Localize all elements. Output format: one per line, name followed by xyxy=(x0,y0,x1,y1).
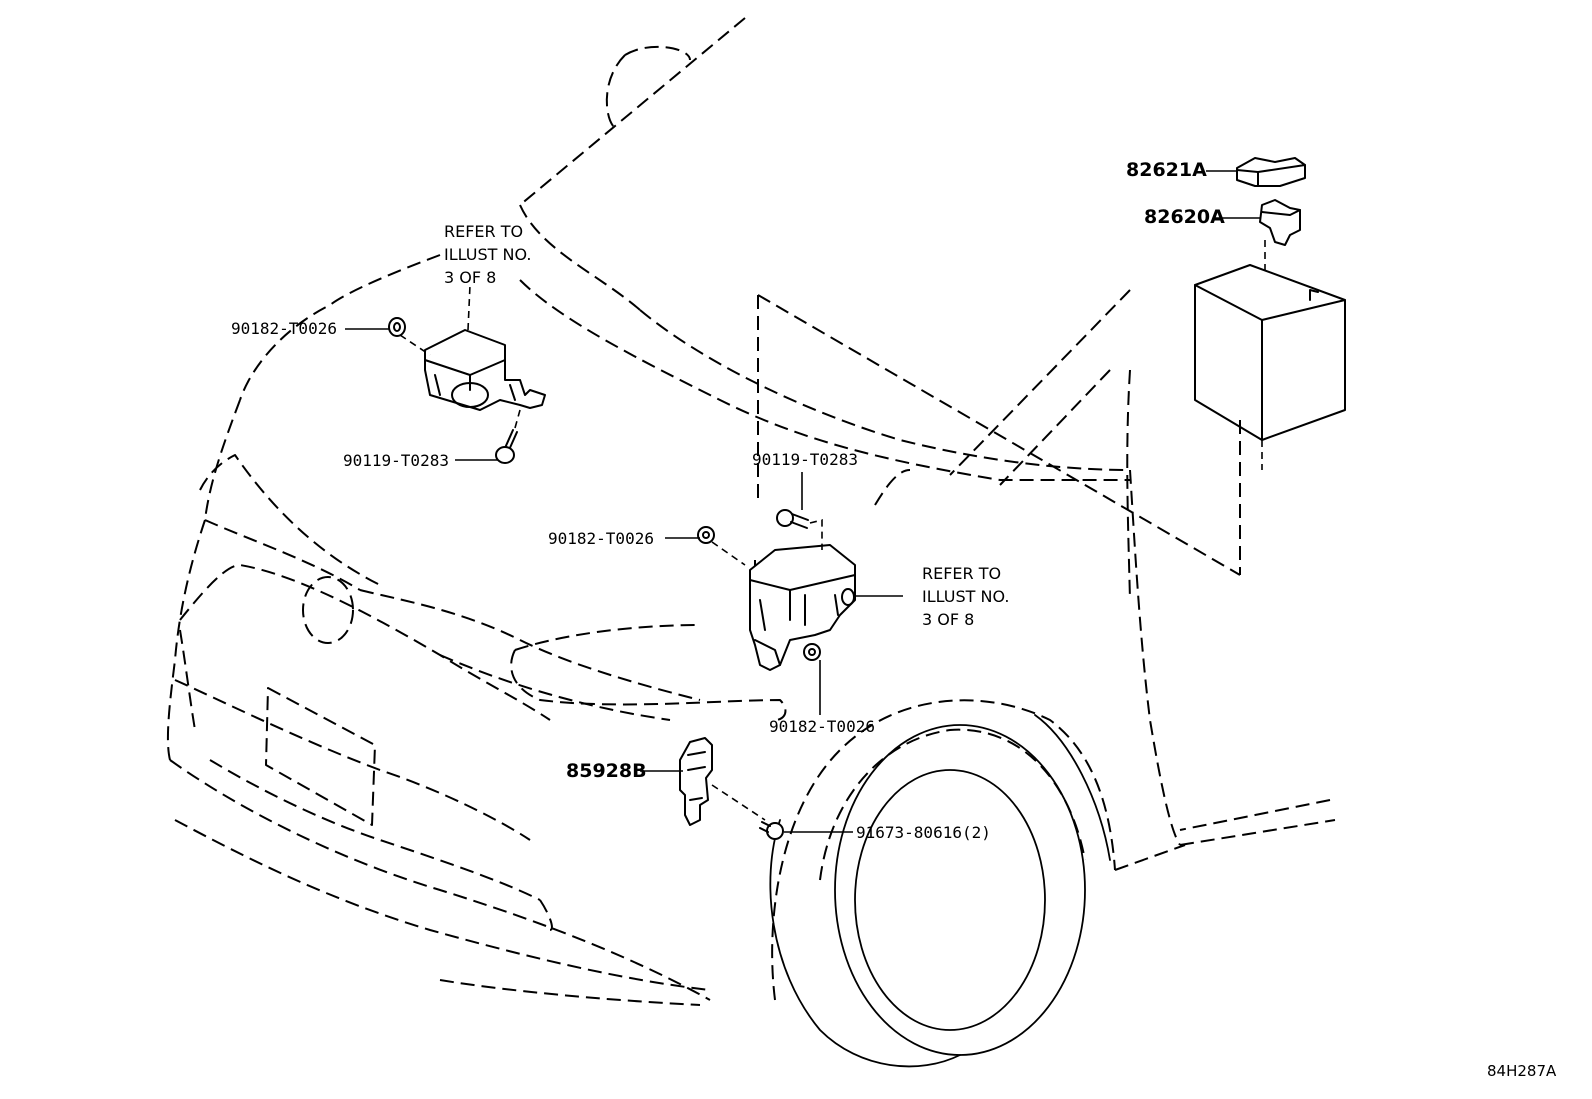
vehicle-body-outline xyxy=(166,17,1336,1068)
part-number-90182-left[interactable]: 90182-T0026 xyxy=(231,319,337,338)
terminal-clamp-part xyxy=(1259,199,1301,246)
part-number-90182-center-lower[interactable]: 90182-T0026 xyxy=(769,717,875,736)
center-module-part xyxy=(749,544,856,671)
battery-part xyxy=(1194,264,1346,441)
center-clip-nut-upper xyxy=(697,526,715,544)
left-module-part xyxy=(424,329,546,411)
assembly-line xyxy=(399,334,431,356)
assembly-line xyxy=(711,784,766,821)
center-bolt xyxy=(776,509,809,529)
part-number-82620A[interactable]: 82620A xyxy=(1144,206,1225,228)
terminal-cover-part xyxy=(1236,157,1306,187)
connector-screw xyxy=(759,821,784,840)
part-number-90119-center[interactable]: 90119-T0283 xyxy=(752,450,858,469)
drawing-code: 84H287A xyxy=(1487,1062,1557,1080)
assembly-line xyxy=(514,409,521,429)
part-number-90119-left[interactable]: 90119-T0283 xyxy=(343,451,449,470)
part-number-91673[interactable]: 91673-80616(2) xyxy=(856,823,991,842)
left-bolt xyxy=(495,429,518,464)
leader-lines xyxy=(345,170,1260,833)
assembly-line xyxy=(711,541,746,566)
part-number-85928B[interactable]: 85928B xyxy=(566,760,647,782)
refer-to-illustration-note-right[interactable]: REFER TO ILLUST NO. 3 OF 8 xyxy=(922,564,1010,629)
refer-to-illustration-note-left[interactable]: REFER TO ILLUST NO. 3 OF 8 xyxy=(444,222,532,287)
left-clip-nut xyxy=(388,317,406,337)
connector-part xyxy=(679,737,713,826)
center-clip-nut-lower xyxy=(803,643,821,661)
part-number-82621A[interactable]: 82621A xyxy=(1126,159,1207,181)
phantom-line xyxy=(757,294,1241,576)
part-number-90182-center-upper[interactable]: 90182-T0026 xyxy=(548,529,654,548)
assembly-line xyxy=(467,284,471,331)
assembly-line xyxy=(809,518,823,550)
